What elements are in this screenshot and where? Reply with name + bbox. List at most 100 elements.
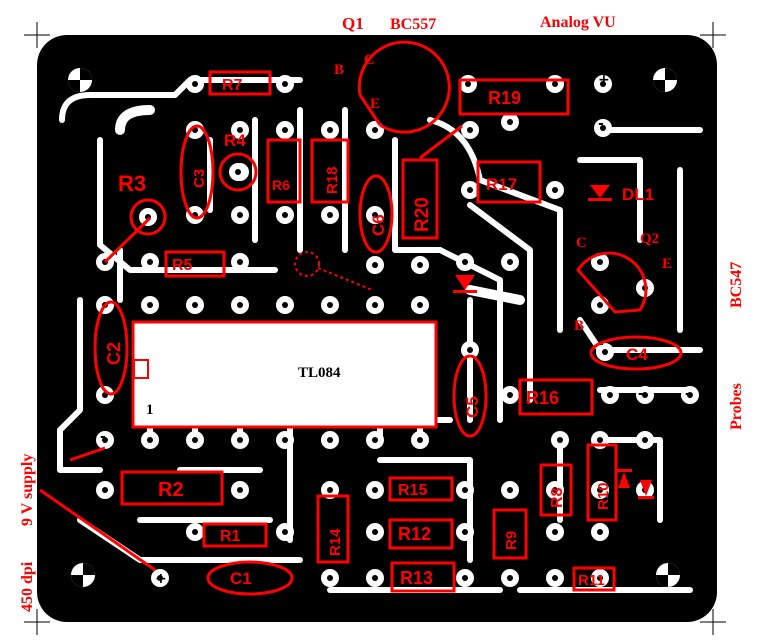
plus-mark: + <box>155 571 167 587</box>
q2-base-label: B <box>574 318 584 334</box>
title-label: Analog VU <box>540 14 616 31</box>
r16-label: R16 <box>526 388 559 408</box>
bc557-label: BC557 <box>390 16 436 33</box>
r14-label: R14 <box>327 528 344 556</box>
pad-hole <box>372 127 378 133</box>
pad-hole <box>462 529 468 535</box>
component-outlines <box>39 40 683 596</box>
pad-hole <box>192 529 198 535</box>
pad-hole <box>642 392 648 398</box>
pad-hole <box>282 437 288 443</box>
pad-hole <box>687 392 693 398</box>
pad-hole <box>102 437 108 443</box>
c4-label: C4 <box>626 345 648 364</box>
ic-name: TL084 <box>298 365 341 381</box>
r3-label: R3 <box>118 171 146 196</box>
c3-label: C3 <box>191 169 208 188</box>
pad-hole <box>417 262 423 268</box>
q2-collector-label: C <box>576 235 587 251</box>
pad-hole <box>507 259 513 265</box>
dl1-label: DL1 <box>622 185 654 204</box>
c5-label: C5 <box>463 396 482 418</box>
bc547-label: BC547 <box>728 262 745 308</box>
q2-label: Q2 <box>640 231 659 247</box>
pad-hole <box>597 529 603 535</box>
pad-hole <box>552 575 558 581</box>
pad-hole <box>465 81 471 87</box>
pad-hole <box>552 81 558 87</box>
registration-targets <box>68 68 680 587</box>
pad-hole <box>327 487 333 493</box>
pad-hole <box>372 302 378 308</box>
r9-label: R9 <box>503 531 520 550</box>
r20-label: R20 <box>412 197 433 232</box>
pad-hole <box>147 437 153 443</box>
pad-hole <box>552 187 558 193</box>
r8-label: R8 <box>549 487 566 508</box>
pad-hole <box>507 119 513 125</box>
pad-hole <box>102 487 108 493</box>
ic-body-fill <box>133 322 436 427</box>
r18-label: R18 <box>324 166 341 194</box>
pad-hole <box>600 81 606 87</box>
pad-hole <box>552 529 558 535</box>
pad-hole <box>327 212 333 218</box>
r17-label: R17 <box>486 175 517 194</box>
c1-label: C1 <box>230 569 252 588</box>
pad-hole <box>467 347 473 353</box>
pad-hole <box>462 575 468 581</box>
pad-hole <box>192 302 198 308</box>
c6-label: C6 <box>369 214 388 236</box>
q1-base-label: B <box>334 62 344 78</box>
r7-label: R7 <box>222 77 243 94</box>
r19-label: R19 <box>488 88 521 108</box>
pad-hole <box>327 575 333 581</box>
supply-label: 9 V supply <box>19 454 36 526</box>
test-point-link <box>317 267 373 291</box>
pad-hole <box>372 437 378 443</box>
pad-hole <box>157 575 163 581</box>
pad-hole <box>597 302 603 308</box>
r1-label: R1 <box>220 528 241 545</box>
pad-hole <box>467 187 473 193</box>
pad-hole <box>507 487 513 493</box>
pad-hole <box>507 575 513 581</box>
r15-label: R15 <box>398 482 427 499</box>
diodes <box>453 185 654 499</box>
pad-hole <box>602 349 608 355</box>
probes-label: Probes <box>728 383 745 430</box>
pad-hole <box>462 259 468 265</box>
q1-collector-label: C <box>364 52 375 68</box>
pad-hole <box>147 259 153 265</box>
pad-hole <box>600 125 606 131</box>
plus-mark: + <box>598 72 610 88</box>
c2-label: C2 <box>104 342 124 365</box>
pad-hole <box>237 212 243 218</box>
pad-hole <box>552 487 558 493</box>
pad-hole <box>237 487 243 493</box>
pad-hole <box>237 302 243 308</box>
pad-hole <box>557 437 563 443</box>
pad-hole <box>607 392 613 398</box>
pad-hole <box>372 212 378 218</box>
r5-label: R5 <box>172 257 193 274</box>
pad-hole <box>597 259 603 265</box>
minus-mark: - <box>638 386 644 402</box>
pad-hole <box>597 575 603 581</box>
q2-emitter-label: E <box>662 256 672 272</box>
r12-label: R12 <box>398 524 431 544</box>
pad-hole <box>282 127 288 133</box>
pad-hole <box>282 529 288 535</box>
ic-notch <box>133 359 149 379</box>
test-point <box>294 251 320 277</box>
minus-mark: - <box>100 429 106 445</box>
pad-hole <box>282 81 288 87</box>
pad-hole <box>237 127 243 133</box>
pad-hole <box>192 81 198 87</box>
pad-hole <box>462 487 468 493</box>
pad-hole <box>467 127 473 133</box>
r11-label: R11 <box>578 572 605 589</box>
dpi-label: 450 dpi <box>19 561 36 612</box>
pad-hole <box>372 575 378 581</box>
